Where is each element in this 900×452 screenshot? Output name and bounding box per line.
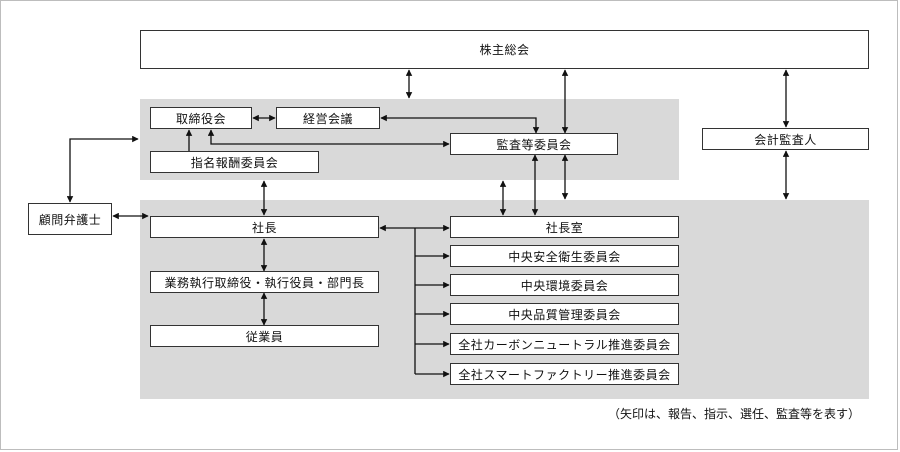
legend-note: （矢印は、報告、指示、選任、監査等を表す） [607, 407, 860, 421]
audit-committee: 監査等委員会 [450, 133, 618, 155]
carbon-neutral-committee: 全社カーボンニュートラル推進委員会 [450, 333, 679, 355]
executives: 業務執行取締役・執行役員・部門長 [150, 271, 379, 293]
arrow-council-audit [380, 114, 540, 134]
management-council: 経営会議 [276, 107, 380, 129]
legal-advisor: 顧問弁護士 [28, 203, 112, 235]
safety-health-committee: 中央安全衛生委員会 [450, 245, 679, 267]
shareholders-meeting: 株主総会 [140, 30, 869, 69]
president: 社長 [150, 216, 379, 238]
quality-committee: 中央品質管理委員会 [450, 303, 679, 325]
arrow-board-audit [207, 129, 450, 148]
accounting-auditor: 会計監査人 [702, 128, 869, 150]
environment-committee: 中央環境委員会 [450, 274, 679, 296]
employees: 従業員 [150, 325, 379, 347]
smart-factory-committee: 全社スマートファクトリー推進委員会 [450, 363, 679, 385]
board-of-directors: 取締役会 [150, 107, 252, 129]
arrow-advisor-board [66, 135, 139, 203]
nomination-compensation-committee: 指名報酬委員会 [150, 151, 319, 173]
president-office: 社長室 [450, 216, 679, 238]
